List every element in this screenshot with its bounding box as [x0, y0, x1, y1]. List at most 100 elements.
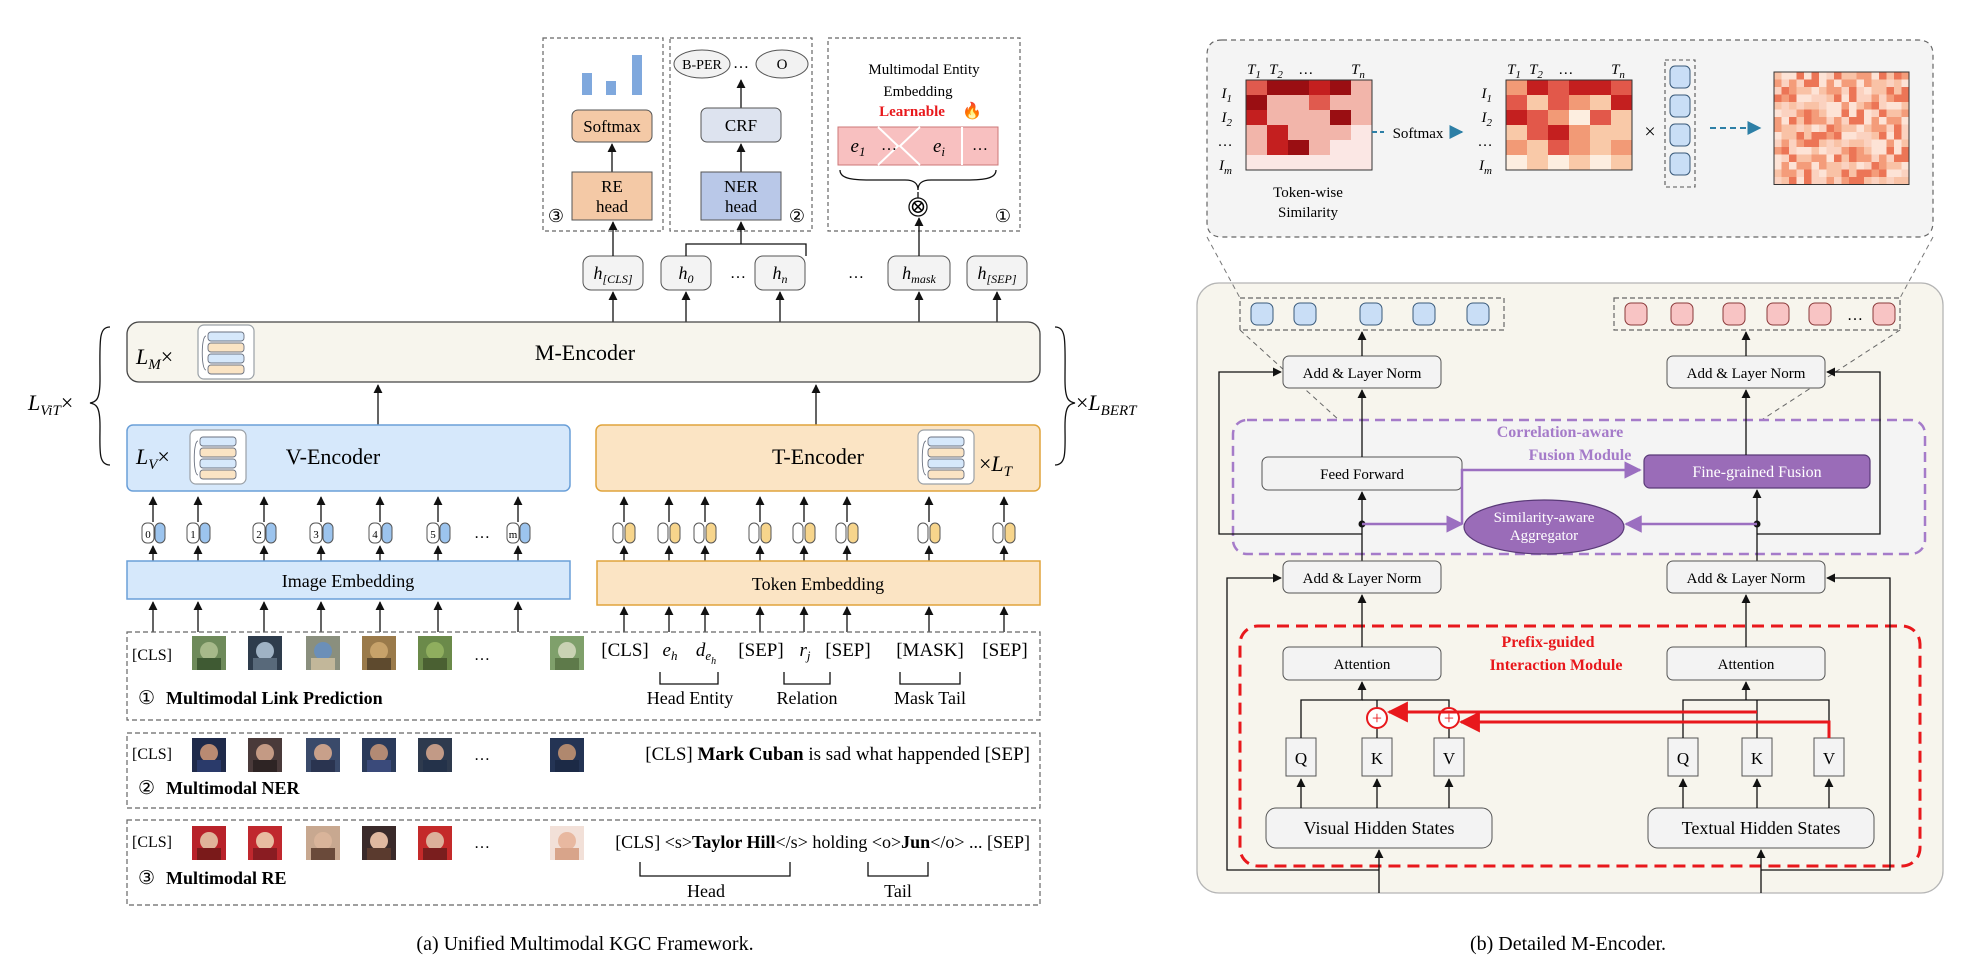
heatmap-cell [1804, 177, 1812, 185]
heatmap-cell [1774, 117, 1782, 125]
re-head-line2: head [596, 197, 629, 216]
heatmap-cell [1849, 154, 1857, 162]
token-axis-label: … [1559, 62, 1572, 78]
sim-cell [1330, 140, 1351, 155]
re-output-panel: Softmax RE head ③ [542, 37, 664, 232]
hidden-state-ellipsis2: … [848, 265, 864, 282]
heatmap-cell [1826, 94, 1834, 102]
token-embedding-box [596, 560, 1041, 606]
heatmap-cell [1864, 72, 1872, 80]
sim-cell [1351, 80, 1372, 95]
softmax-cell [1569, 140, 1590, 155]
embed-cell-ellipsis1: … [881, 137, 897, 154]
heatmap-cell [1789, 87, 1797, 95]
heatmap-cell [1871, 139, 1879, 147]
ner-output-panel: B-PER … O CRF NER head ② [669, 37, 813, 232]
heatmap-cell [1886, 162, 1894, 170]
image-chip-vector [265, 522, 277, 544]
image-chip-vector [322, 522, 334, 544]
heatmap-cell [1886, 94, 1894, 102]
heatmap-cell [1864, 94, 1872, 102]
visual-v-box [1433, 737, 1465, 777]
group-head-entity: Head Entity [647, 688, 733, 708]
re-row: [CLS] … ③ Multimodal RE [CLS] <s>Taylor … [126, 819, 1041, 906]
ner-sentence: [CLS] Mark Cuban is sad what happended [… [645, 744, 1030, 765]
mm-embedding-panel: Multimodal Entity Embedding Learnable 🔥 … [827, 37, 1021, 232]
heatmap-cell [1834, 162, 1842, 170]
text-chip-vector [624, 522, 636, 544]
text-chip-vector [804, 522, 816, 544]
t-encoder-repeat: ×LT [979, 451, 1014, 480]
heatmap-cell [1796, 109, 1804, 117]
hidden-state-mask: hmask [902, 263, 936, 286]
ner-head-line2: head [725, 197, 758, 216]
heatmap-cell [1804, 132, 1812, 140]
link-prediction-row: [CLS] … ① Multimodal Link Prediction [CL… [126, 631, 1041, 721]
m-encoder-repeat: LM× [135, 344, 173, 373]
heatmap-cell [1901, 87, 1909, 95]
softmax-bars [582, 55, 642, 95]
heatmap-cell [1826, 154, 1834, 162]
heatmap-cell [1871, 147, 1879, 155]
heatmap-cell [1811, 102, 1819, 110]
heatmap-cell [1894, 109, 1902, 117]
heatmap-cell [1841, 109, 1849, 117]
heatmap-cell [1811, 87, 1819, 95]
textual-output-chip [1808, 302, 1832, 326]
ner-tag-ellipsis: … [733, 55, 749, 72]
heatmap-cell [1856, 102, 1864, 110]
softmax-matrix [1505, 79, 1633, 171]
heatmap-cell [1804, 102, 1812, 110]
heatmap-cell [1856, 169, 1864, 177]
heatmap-cell [1789, 72, 1797, 80]
re-panel-number: ③ [548, 206, 564, 226]
heatmap-cell [1901, 139, 1909, 147]
heatmap-cell [1826, 124, 1834, 132]
heatmap-cell [1841, 94, 1849, 102]
heatmap-cell [1886, 177, 1894, 185]
heatmap-cell [1774, 94, 1782, 102]
text-chip-pos [657, 522, 669, 544]
value-vector-chip [1669, 94, 1691, 118]
heatmap-cell [1879, 132, 1887, 140]
heatmap-cell [1834, 72, 1842, 80]
heatmap-cell [1886, 139, 1894, 147]
heatmap-cell [1796, 79, 1804, 87]
image-chip-index-label: 4 [372, 529, 378, 541]
heatmap-cell [1826, 177, 1834, 185]
heatmap-cell [1804, 162, 1812, 170]
textual-output-chip [1766, 302, 1790, 326]
heatmap-cell [1796, 169, 1804, 177]
heatmap-cell [1901, 124, 1909, 132]
hidden-state-sep: h[SEP] [978, 263, 1017, 286]
heatmap-cell [1879, 117, 1887, 125]
heatmap-cell [1894, 154, 1902, 162]
heatmap-cell [1841, 177, 1849, 185]
thumbnail-image [192, 636, 226, 670]
mm-title-line2: Embedding [883, 84, 953, 100]
value-vector-chip [1669, 65, 1691, 89]
add-norm-mid-textual [1666, 560, 1826, 594]
lp-token-sep1: [SEP] [738, 640, 783, 661]
heatmap-cell [1781, 162, 1789, 170]
heatmap-cell [1894, 162, 1902, 170]
add-norm-mid-visual-label: Add & Layer Norm [1303, 571, 1422, 587]
textual-q-label: Q [1677, 749, 1689, 768]
heatmap-cell [1886, 117, 1894, 125]
heatmap-cell [1894, 117, 1902, 125]
group-mask-tail: Mask Tail [894, 688, 966, 708]
visual-output-chip [1412, 302, 1436, 326]
sim-cell [1309, 80, 1330, 95]
image-embedding-box [126, 560, 571, 600]
text-chip-vector [929, 522, 941, 544]
visual-qkv: Q K V [1285, 737, 1465, 777]
heatmap-cell [1811, 94, 1819, 102]
heatmap-cell [1789, 147, 1797, 155]
thumbnail-image [550, 826, 584, 860]
heatmap-cell [1841, 124, 1849, 132]
vit-repeat-label: LViT× [27, 390, 73, 419]
heatmap-cell [1841, 162, 1849, 170]
heatmap-cell [1901, 169, 1909, 177]
heatmap-cell [1781, 94, 1789, 102]
heatmap-cell [1834, 177, 1842, 185]
